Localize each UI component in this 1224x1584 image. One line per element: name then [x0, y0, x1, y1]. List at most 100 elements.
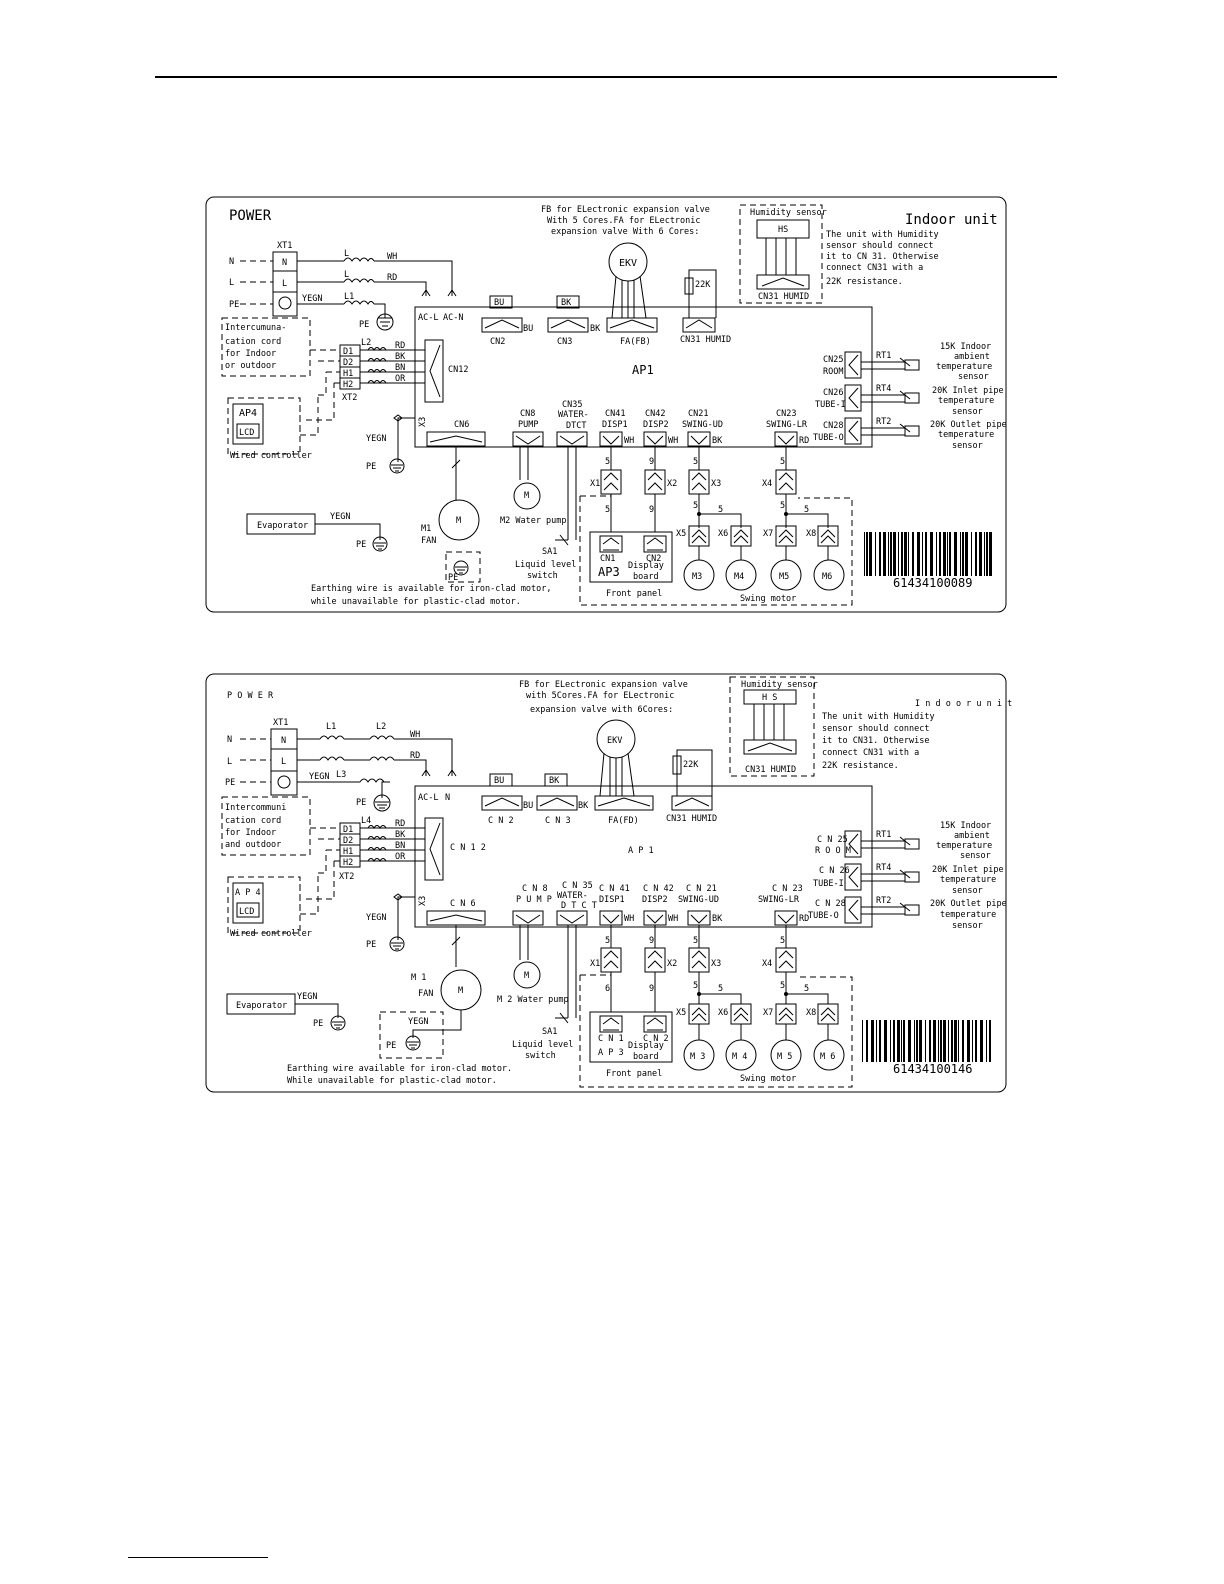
x6-label: X6 — [718, 529, 728, 539]
humidity-note-1: The unit with Humidity — [826, 230, 939, 240]
sensor3-2-l3: sensor — [952, 921, 983, 931]
wire-bn-2: BN — [395, 363, 405, 373]
yegn-2b: YEGN — [366, 913, 386, 923]
xt1-terminal-2 — [270, 728, 298, 796]
evaporator-label: Evaporator — [257, 521, 308, 531]
cn26-tube: TUBE-I — [815, 400, 846, 410]
barcode-bar — [919, 1020, 922, 1062]
wire-rd-2c: RD — [395, 819, 405, 829]
cn12-label-2: C N 1 2 — [450, 843, 486, 853]
cn26-tube-2: TUBE-I — [813, 879, 844, 889]
barcode-bar — [916, 1020, 918, 1062]
power-l: L — [229, 278, 234, 288]
cn21-bk-2: BK — [712, 914, 723, 924]
rt1-thermistor-icon-2 — [904, 838, 920, 850]
fan-motor-m-2: M — [458, 986, 463, 996]
barcode-bar — [903, 1020, 905, 1062]
barcode-bar — [958, 1020, 959, 1062]
barcode-bar — [925, 1020, 926, 1062]
n6-2a: 6 — [605, 984, 610, 994]
n5-c: 5 — [780, 457, 785, 467]
water-pump-motor-icon — [513, 482, 541, 510]
bk-box: BK — [561, 298, 572, 308]
cn2b-label-2: C N 2 — [643, 1034, 669, 1044]
fan-motor-icon — [438, 499, 480, 541]
xt1-label: XT1 — [277, 241, 292, 251]
ap3-display-board-2 — [589, 1011, 673, 1063]
cn6-label-2: C N 6 — [450, 899, 476, 909]
cn28-connector — [844, 417, 862, 445]
n5-b: 5 — [693, 457, 698, 467]
barcode-bar — [929, 1020, 931, 1062]
n5-2e: 5 — [718, 984, 723, 994]
sensor3-l3: sensor — [952, 441, 983, 451]
cn25-label: CN25 — [823, 355, 843, 365]
barcode-bar — [866, 532, 868, 576]
cn3-bk-2: BK — [578, 801, 589, 811]
cn35-dtct-2: D T C T — [561, 901, 597, 911]
m2-label: M2 Water pump — [500, 516, 567, 526]
barcode-bar — [986, 532, 988, 576]
n5-2f: 5 — [780, 981, 785, 991]
indoor-unit-title-2: I n d o o r u n i t — [915, 699, 1012, 709]
power-title-2: P O W E R — [227, 691, 274, 701]
pe-2-4: PE — [313, 1019, 323, 1029]
wired-controller-box-2 — [227, 876, 301, 934]
earthing-note-2-2: While unavailable for plastic-clad motor… — [287, 1076, 497, 1086]
m2-label-2: M 2 Water pump — [497, 995, 569, 1005]
x6-label-2: X6 — [718, 1008, 728, 1018]
xt2-d2: D2 — [343, 358, 353, 368]
humidity-note-2-2: sensor should connect — [822, 724, 929, 734]
earthing-note-2-1: Earthing wire available for iron-clad mo… — [287, 1064, 512, 1074]
cn8-pump: PUMP — [518, 420, 538, 430]
cn31-humid-box-label-2: CN31 HUMID — [745, 765, 796, 775]
barcode-bar — [871, 1020, 874, 1062]
sensor1-2-l4: sensor — [960, 851, 991, 861]
rt2-thermistor-icon-2 — [904, 904, 920, 916]
x5-label: X5 — [676, 529, 686, 539]
cn8-label-2: C N 8 — [522, 884, 548, 894]
cn25-room-2: R O O M — [815, 846, 851, 856]
cn41-wh: WH — [624, 436, 634, 446]
barcode-bar — [914, 1020, 915, 1062]
barcode-bar — [890, 1020, 891, 1062]
xt2-label: XT2 — [342, 393, 357, 403]
sensor3-2-l1: 20K Outlet pipe — [930, 899, 1007, 909]
n5-e: 5 — [693, 501, 698, 511]
barcode-bar — [893, 1020, 895, 1062]
sensor1-l3: temperature — [936, 362, 992, 372]
fa-fb-label: FA(FB) — [620, 337, 651, 347]
barcode-bar — [884, 1020, 887, 1062]
inductor-l-icon — [343, 257, 375, 262]
n5-h: 5 — [804, 505, 809, 515]
cn42-disp-2: DISP2 — [642, 895, 668, 905]
barcode-bar — [876, 1020, 877, 1062]
barcode-bar — [975, 532, 977, 576]
x3-vertical-2: X3 — [418, 896, 428, 906]
wire-l3-2: L3 — [336, 770, 346, 780]
wire-rd-label: RD — [387, 273, 397, 283]
cn41-label-2: C N 41 — [599, 884, 630, 894]
liquid-l1: Liquid level — [515, 560, 576, 570]
barcode-bar — [930, 532, 933, 576]
wire-bn-2c: BN — [395, 841, 405, 851]
sa1-label: SA1 — [542, 547, 557, 557]
sensor1-2-l3: temperature — [936, 841, 992, 851]
x8-label: X8 — [806, 529, 816, 539]
intercom-cord-box — [221, 317, 311, 377]
ac-l-label: AC-L — [418, 313, 438, 323]
cn26-label: CN26 — [823, 388, 843, 398]
m6-motor-icon — [813, 559, 845, 591]
liquid-level-switch-icon-2 — [555, 1012, 569, 1024]
sensor1-2-l2: ambient — [954, 831, 990, 841]
cn2-bu: BU — [523, 324, 533, 334]
x2-label-2: X2 — [667, 959, 677, 969]
rt4-thermistor-icon — [904, 392, 920, 404]
wire-l2-label: L2 — [361, 338, 371, 348]
humidity-note-2-4: connect CN31 with a — [822, 748, 919, 758]
fa-fb-connector — [606, 317, 658, 333]
front-panel-swing-box — [579, 495, 853, 606]
n5-a: 5 — [605, 457, 610, 467]
cn23-rd-2: RD — [799, 914, 809, 924]
